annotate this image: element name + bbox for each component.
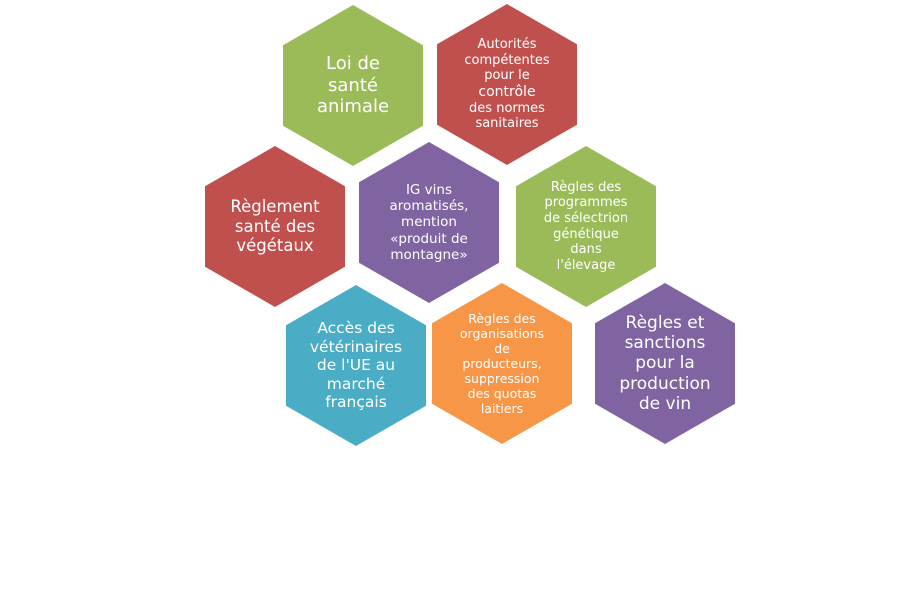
hexagon-text: Loi de santé animale [317,53,389,118]
line: de l'UE au [316,356,396,375]
hexagon-text: Autorités compétentes pour le contrôle d… [464,37,549,132]
line: végétaux [236,236,314,256]
line: vétérinaires [309,337,403,356]
hexagon-text: IG vins aromatisés, mention «produit de … [390,182,469,263]
line: organisations [459,326,545,341]
hexagon-ig-vins: IG vins aromatisés, mention «produit de … [359,142,499,303]
hexagon-reglement-sante-vegetaux: Règlement santé des végétaux [205,146,345,307]
line: sanitaires [475,116,539,132]
line: de sélectrion [543,210,629,226]
line: pour le [484,68,530,84]
hexagon-production-vin: Règles et sanctions pour la production d… [595,283,735,444]
line: sanctions [624,332,706,353]
hexagon-loi-sante-animale: Loi de santé animale [283,5,423,166]
line: animale [316,96,390,118]
hexagon-organisations-producteurs: Règles des organisations de producteurs,… [432,283,572,444]
line: production [619,373,711,394]
line: mention [401,214,457,231]
line: suppression [464,371,540,386]
line: de vin [638,394,692,415]
line: santé [328,74,378,96]
line: Loi de [326,53,380,75]
line: génétique [553,226,619,242]
hexagon-acces-veterinaires: Accès des vétérinaires de l'UE au marché… [286,285,426,446]
line: Règlement [230,196,320,216]
line: contrôle [478,83,536,100]
hexagon-programmes-selection-genetique: Règles des programmes de sélectrion géné… [516,146,656,307]
line: Règles des [550,179,622,195]
line: des quotas [467,386,537,401]
hexagon-text: Règles des organisations de producteurs,… [460,311,544,416]
line: l'élevage [556,257,616,273]
line: Règles des [468,311,536,326]
line: compétentes [464,52,550,68]
line: français [325,393,387,412]
hexagon-text: Règles et sanctions pour la production d… [619,313,710,415]
line: producteurs, [462,356,542,371]
line: Autorités [477,37,537,53]
hexagon-text: Règles des programmes de sélectrion géné… [544,180,628,274]
line: des normes [469,100,545,116]
line: laitiers [480,401,524,416]
line: Accès des [317,319,395,338]
line: pour la [635,353,695,374]
line: de [494,341,510,356]
line: marché [326,374,386,393]
line: IG vins [405,182,453,199]
line: santé des [234,216,316,236]
line: «produit de [390,230,468,247]
line: Règles et [625,312,705,333]
hexagon-autorites-competentes: Autorités compétentes pour le contrôle d… [437,4,577,165]
line: montagne» [390,246,468,263]
line: dans [570,242,602,258]
hexagon-text: Règlement santé des végétaux [230,197,319,256]
line: aromatisés, [389,198,469,215]
hexagon-text: Accès des vétérinaires de l'UE au marché… [310,319,402,412]
line: programmes [544,195,628,211]
